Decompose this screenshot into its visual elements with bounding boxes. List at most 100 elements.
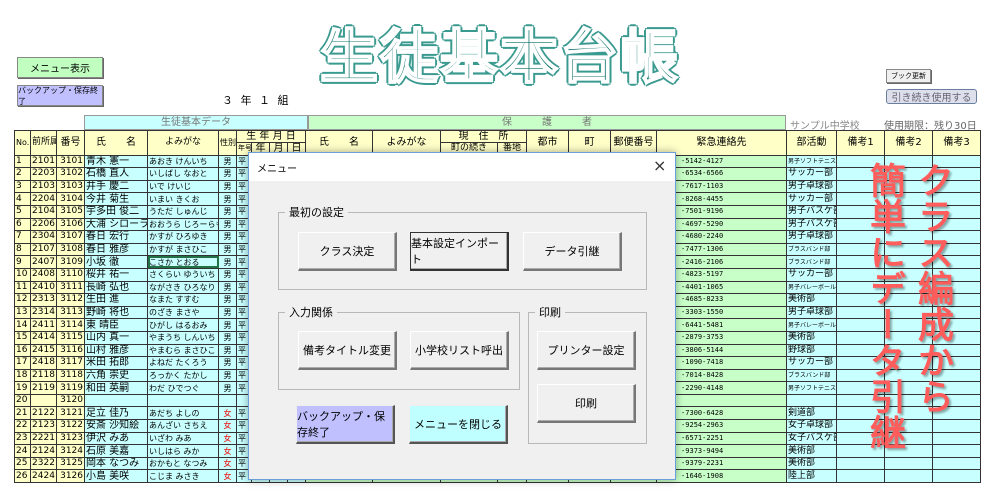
- row-no[interactable]: 6: [14, 217, 31, 232]
- prev-class[interactable]: 2424: [30, 469, 57, 484]
- emergency-contact[interactable]: -7300-6428: [656, 406, 788, 421]
- student-kana[interactable]: おおうら じろーらも: [147, 217, 219, 232]
- prev-class[interactable]: 2101: [30, 154, 57, 169]
- student-kana[interactable]: ひがし はるおみ: [147, 318, 219, 332]
- student-number[interactable]: 3104: [56, 192, 85, 206]
- emergency-contact[interactable]: -4697-5290: [656, 217, 788, 232]
- student-number[interactable]: 3115: [56, 330, 85, 345]
- student-number[interactable]: 3107: [56, 230, 85, 244]
- note1[interactable]: [836, 419, 886, 433]
- note3[interactable]: [932, 217, 982, 232]
- sex[interactable]: 男: [218, 242, 237, 257]
- club[interactable]: サッカー部: [786, 356, 838, 370]
- emergency-contact[interactable]: -4823-5197: [656, 267, 788, 282]
- emergency-contact[interactable]: -7501-9196: [656, 204, 788, 219]
- sex[interactable]: 男: [218, 267, 237, 282]
- student-number[interactable]: 3118: [56, 368, 85, 383]
- birth-era[interactable]: 平: [236, 267, 252, 282]
- prev-class[interactable]: 2204: [30, 192, 57, 206]
- note2[interactable]: [884, 179, 934, 194]
- sex[interactable]: 男: [218, 154, 237, 169]
- student-name[interactable]: 今井 菊生: [84, 192, 148, 206]
- student-name[interactable]: 野崎 将也: [84, 305, 148, 320]
- student-name[interactable]: 六角 崇史: [84, 368, 148, 383]
- student-name[interactable]: 山内 真一: [84, 330, 148, 345]
- sex[interactable]: 男: [218, 293, 237, 307]
- student-kana[interactable]: こじま みさき: [147, 469, 219, 484]
- menu-show-button[interactable]: メニュー表示: [17, 57, 103, 78]
- class-decide-button[interactable]: クラス決定: [298, 232, 397, 271]
- prev-class[interactable]: 2322: [30, 456, 57, 471]
- student-kana[interactable]: いしばし なおと: [147, 167, 219, 181]
- emergency-contact[interactable]: -7014-8428: [656, 368, 788, 383]
- row-no[interactable]: 3: [14, 179, 31, 194]
- club[interactable]: 男子バスケ部: [786, 217, 838, 232]
- student-kana[interactable]: [147, 393, 219, 408]
- note3[interactable]: [932, 393, 982, 408]
- note1[interactable]: [836, 154, 886, 169]
- student-kana[interactable]: のざき まさや: [147, 305, 219, 320]
- note3[interactable]: [932, 179, 982, 194]
- student-name[interactable]: 春日 雅彦: [84, 242, 148, 257]
- prev-class[interactable]: [30, 393, 57, 408]
- club[interactable]: ブラスバンド部: [786, 255, 838, 269]
- elementary-list-button[interactable]: 小学校リスト呼出: [410, 331, 509, 370]
- row-no[interactable]: 23: [14, 431, 31, 446]
- club[interactable]: 美術部: [786, 330, 838, 345]
- row-no[interactable]: 24: [14, 444, 31, 458]
- student-name[interactable]: 大浦 シローラモ: [84, 217, 148, 232]
- student-number[interactable]: 3112: [56, 293, 85, 307]
- row-no[interactable]: 21: [14, 406, 31, 421]
- student-number[interactable]: 3116: [56, 343, 85, 358]
- sex[interactable]: 男: [218, 230, 237, 244]
- sex[interactable]: 女: [218, 419, 237, 433]
- student-name[interactable]: 青木 憲一: [84, 154, 148, 169]
- note2[interactable]: [884, 469, 934, 484]
- note3[interactable]: [932, 255, 982, 269]
- prev-class[interactable]: 2123: [30, 419, 57, 433]
- student-kana[interactable]: あだち よしの: [147, 406, 219, 421]
- emergency-contact[interactable]: [656, 393, 788, 408]
- prev-class[interactable]: 2304: [30, 230, 57, 244]
- student-kana[interactable]: あんざい さちえ: [147, 419, 219, 433]
- note3[interactable]: [932, 356, 982, 370]
- sex[interactable]: 女: [218, 431, 237, 446]
- note3[interactable]: [932, 330, 982, 345]
- row-no[interactable]: 16: [14, 343, 31, 358]
- row-no[interactable]: 18: [14, 368, 31, 383]
- row-no[interactable]: 26: [14, 469, 31, 484]
- student-name[interactable]: 和田 英嗣: [84, 381, 148, 395]
- row-no[interactable]: 12: [14, 293, 31, 307]
- sex[interactable]: 男: [218, 280, 237, 295]
- emergency-contact[interactable]: -6571-2251: [656, 431, 788, 446]
- student-kana[interactable]: こさか とおる: [147, 255, 219, 269]
- note3[interactable]: [932, 456, 982, 471]
- student-kana[interactable]: あおき けんいち: [147, 154, 219, 169]
- emergency-contact[interactable]: -3806-5144: [656, 343, 788, 358]
- student-kana[interactable]: わだ ひでつぐ: [147, 381, 219, 395]
- student-kana[interactable]: いしはら みか: [147, 444, 219, 458]
- row-no[interactable]: 13: [14, 305, 31, 320]
- prev-class[interactable]: 2104: [30, 204, 57, 219]
- sex[interactable]: 男: [218, 167, 237, 181]
- import-settings-button[interactable]: 基本設定インポート: [410, 232, 509, 271]
- backup-save-exit-button[interactable]: バックアップ・保存終了: [17, 85, 103, 106]
- student-kana[interactable]: やまむら まさひこ: [147, 343, 219, 358]
- sex[interactable]: 男: [218, 217, 237, 232]
- club[interactable]: 陸上部: [786, 469, 838, 484]
- dialog-backup-button[interactable]: バックアップ・保存終了: [296, 405, 395, 444]
- row-no[interactable]: 15: [14, 330, 31, 345]
- student-number[interactable]: 3123: [56, 431, 85, 446]
- student-number[interactable]: 3103: [56, 179, 85, 194]
- student-number[interactable]: 3101: [56, 154, 85, 169]
- club[interactable]: ブラスバンド部: [786, 368, 838, 383]
- row-no[interactable]: 2: [14, 167, 31, 181]
- student-number[interactable]: 3125: [56, 456, 85, 471]
- emergency-contact[interactable]: -4401-1065: [656, 280, 788, 295]
- note3[interactable]: [932, 242, 982, 257]
- sex[interactable]: 男: [218, 305, 237, 320]
- student-kana[interactable]: うただ しゅんじ: [147, 204, 219, 219]
- emergency-contact[interactable]: -4685-8233: [656, 293, 788, 307]
- note-title-change-button[interactable]: 備考タイトル変更: [298, 331, 397, 370]
- note1[interactable]: [836, 343, 886, 358]
